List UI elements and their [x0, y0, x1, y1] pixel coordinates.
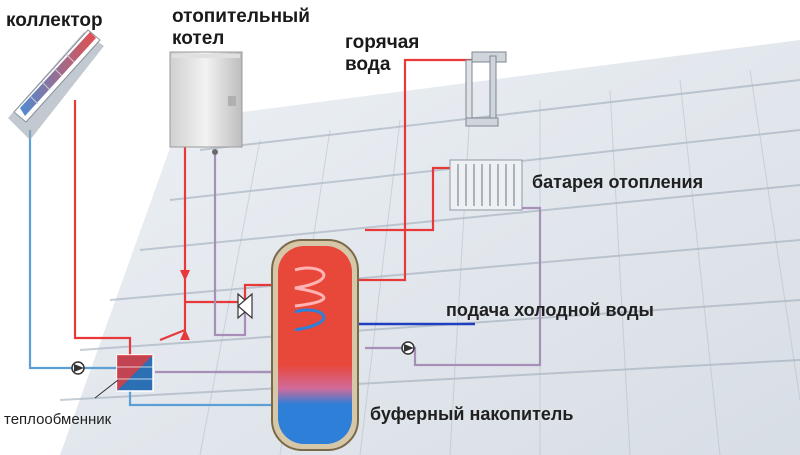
heat-exchanger-leader	[94, 379, 119, 399]
radiator-icon	[449, 159, 523, 211]
hot-water-label-line1: горячая	[345, 32, 420, 53]
pump-icon	[71, 361, 85, 375]
solar-collector-icon	[8, 29, 104, 140]
cold-water-label: подача холодной воды	[446, 300, 654, 320]
heat-exchanger-icon	[116, 354, 154, 392]
coil-icon	[294, 266, 326, 332]
flow-arrows	[180, 270, 190, 340]
boiler-return-pipe	[213, 155, 247, 337]
radiator-supply-pipe	[365, 166, 452, 232]
heat-exchanger-label: теплообменник	[4, 411, 112, 428]
radiator-label: батарея отопления	[532, 172, 704, 192]
arrow-up-marker	[180, 329, 190, 340]
arrow-down-marker	[180, 270, 190, 281]
collector-hot-pipe	[73, 100, 132, 356]
boiler-label-line2: котел	[172, 28, 225, 49]
hot-water-pipe	[350, 58, 475, 282]
exchanger-tank-cold-pipe	[128, 388, 280, 407]
pump-icon	[401, 341, 415, 355]
hot-water-label-line2: вода	[345, 54, 391, 75]
boiler-label-line1: отопительный	[172, 6, 310, 27]
buffer-tank-icon	[271, 239, 359, 451]
shower-icon	[465, 51, 507, 127]
three-way-valve-icon	[237, 292, 253, 320]
boiler-icon	[169, 51, 243, 155]
collector-label: коллектор	[6, 10, 103, 31]
background-roof	[59, 40, 800, 455]
buffer-tank-label: буферный накопитель	[370, 404, 574, 424]
collector-cold-pipe	[28, 130, 125, 370]
